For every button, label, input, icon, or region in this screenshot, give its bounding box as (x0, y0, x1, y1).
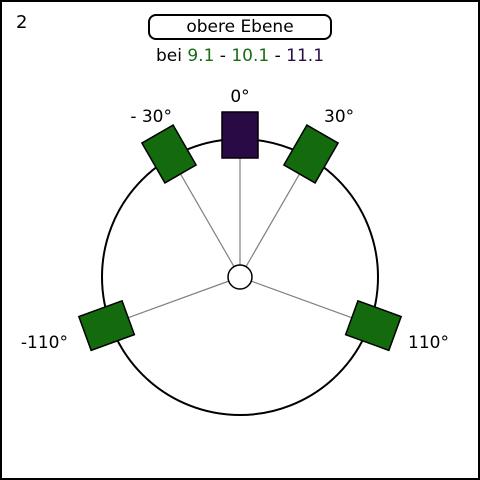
listener-position (227, 264, 253, 290)
speaker-line (119, 276, 241, 322)
title-box: obere Ebene (148, 14, 332, 40)
angle-label: 30° (324, 107, 354, 127)
page-number: 2 (16, 12, 28, 33)
speaker-line (239, 165, 305, 278)
angle-label: 0° (230, 87, 249, 107)
angle-label: -110° (21, 333, 68, 353)
subtitle: bei 9.1 - 10.1 - 11.1 (2, 46, 478, 66)
subtitle-separator: - (269, 46, 287, 66)
angle-label: - 30° (130, 107, 172, 127)
speaker-box (77, 299, 136, 352)
subtitle-separator: - (214, 46, 232, 66)
subtitle-prefix: bei (155, 46, 188, 66)
subtitle-format-10-1: 10.1 (231, 46, 270, 66)
subtitle-format-11-1: 11.1 (286, 46, 325, 66)
speaker-box (282, 124, 340, 184)
speaker-lines (119, 149, 361, 322)
speaker-line (239, 276, 361, 322)
angle-label: 110° (408, 333, 449, 353)
subtitle-format-9-1: 9.1 (187, 46, 215, 66)
speaker-box (140, 124, 198, 184)
angle-labels: 0° 30° - 30° 110° -110° (21, 87, 449, 353)
speaker-box (344, 299, 403, 352)
speaker-line (175, 165, 241, 278)
speakers (77, 111, 403, 352)
speaker-box (221, 111, 259, 159)
